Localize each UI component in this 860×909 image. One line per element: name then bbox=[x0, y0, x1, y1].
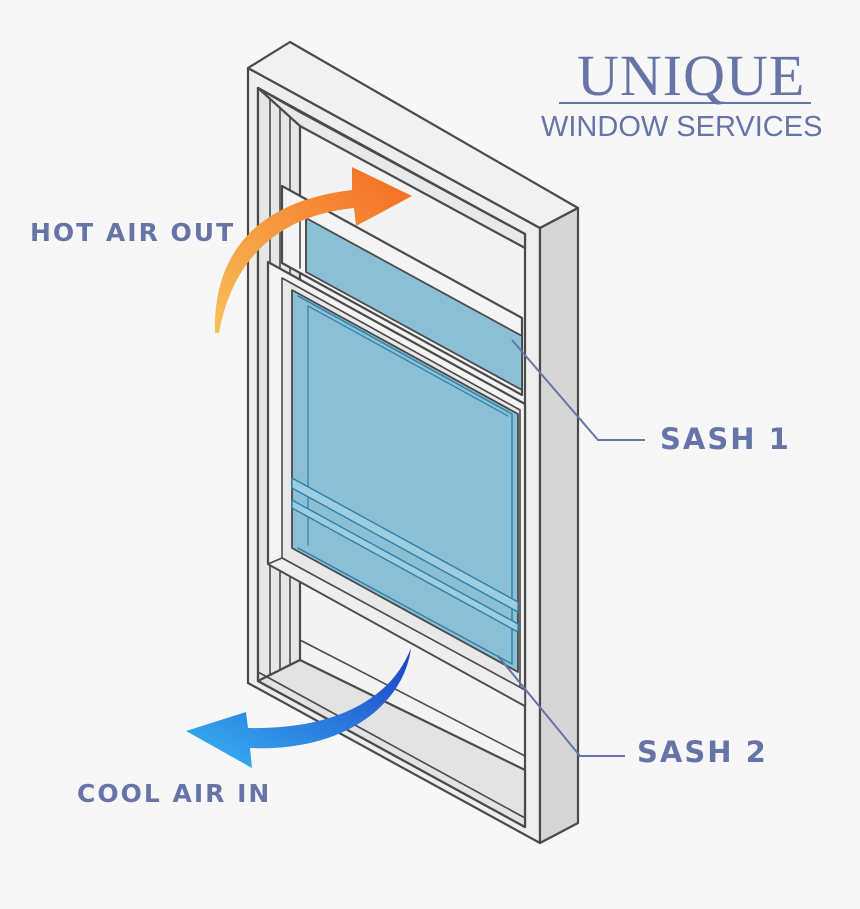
cool-air-arrow-icon bbox=[186, 648, 411, 768]
hot-air-out-label: HOT AIR OUT bbox=[30, 218, 236, 247]
sash-2-label: SASH 2 bbox=[637, 735, 768, 769]
hot-air-arrow-icon bbox=[214, 167, 412, 333]
frame-sill bbox=[256, 658, 527, 829]
logo-divider bbox=[559, 102, 811, 104]
company-logo: UNIQUE WINDOW SERVICES bbox=[541, 44, 831, 149]
frame-head bbox=[256, 86, 527, 250]
sash-1-label: SASH 1 bbox=[660, 422, 791, 456]
sash-1-leader bbox=[511, 339, 645, 441]
sash-2-leader bbox=[497, 655, 625, 757]
logo-sub-text: WINDOW SERVICES bbox=[541, 111, 823, 143]
cool-air-in-label: COOL AIR IN bbox=[77, 779, 272, 808]
meeting-rail bbox=[291, 477, 519, 613]
frame-right-side bbox=[538, 206, 580, 845]
logo-main-text: UNIQUE bbox=[577, 43, 806, 108]
